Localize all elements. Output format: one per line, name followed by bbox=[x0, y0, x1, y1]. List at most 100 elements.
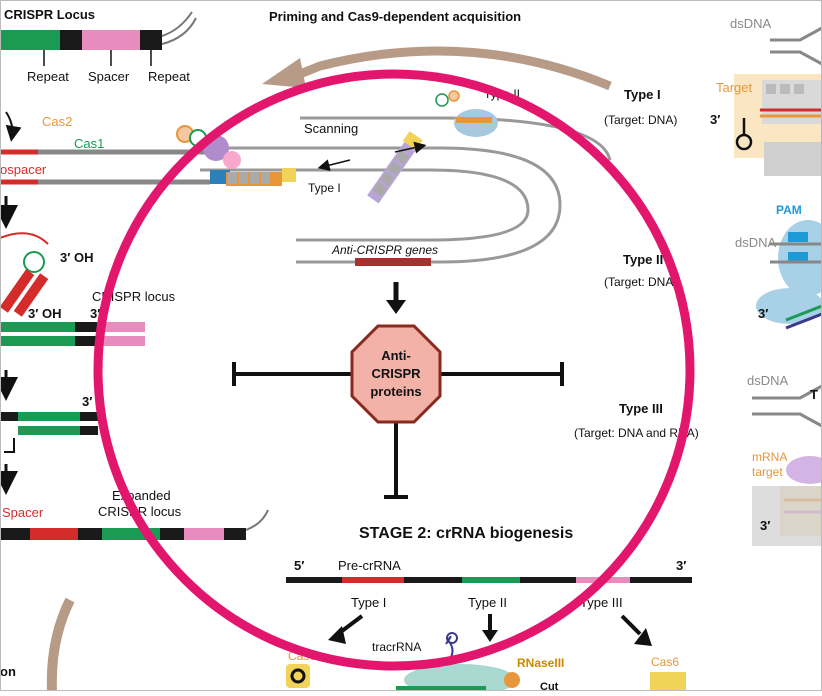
cascade-scanning bbox=[367, 131, 423, 204]
tracrrna-hairpin bbox=[446, 632, 458, 644]
protospacer-label: ospacer bbox=[0, 162, 47, 177]
cas9-green-bar bbox=[396, 686, 486, 691]
spacer-fragment-a bbox=[0, 269, 35, 313]
cas6-right-label: Cas6 bbox=[651, 655, 679, 669]
cas9-right-lobe bbox=[756, 288, 822, 324]
type-i-target: (Target: DNA) bbox=[604, 113, 677, 127]
dsdna-top-strand-a bbox=[770, 26, 822, 42]
t-fragment-label: T bbox=[810, 387, 818, 402]
type-iii-bottom-label: Type III bbox=[580, 595, 623, 610]
repeat-label-left: Repeat bbox=[27, 69, 69, 84]
anti-crispr-octagon bbox=[350, 324, 442, 424]
type-i-title: Type I bbox=[624, 87, 661, 102]
type-i-center-label: Type I bbox=[308, 181, 341, 195]
repair-repeat-bottom bbox=[80, 426, 98, 435]
type-ii-guide-green bbox=[785, 304, 822, 322]
integration-repeat-bottom bbox=[75, 336, 97, 346]
rnaseiii-protein bbox=[504, 672, 520, 688]
priming-arrow-shaft bbox=[298, 46, 612, 91]
locus-green-segment bbox=[0, 30, 60, 50]
type-labels: Type I (Target: DNA) Type II (Target: DN… bbox=[574, 87, 699, 440]
integration-curve bbox=[0, 232, 49, 245]
repeat-label-right: Repeat bbox=[148, 69, 190, 84]
cascade-left-unit-2 bbox=[239, 172, 248, 184]
pam-block-a bbox=[788, 232, 808, 242]
repair-green-bottom bbox=[18, 426, 80, 435]
scanning-unit-4 bbox=[395, 150, 410, 165]
cascade-right-unit-3 bbox=[794, 84, 804, 94]
mrna-line2: target bbox=[752, 465, 783, 479]
cascade-left-unit-1 bbox=[228, 172, 237, 184]
scanning-label: Scanning bbox=[304, 121, 358, 136]
type-i-down-head bbox=[328, 626, 346, 644]
cascade-right-unit-2 bbox=[780, 84, 790, 94]
expanded-repeat-3 bbox=[224, 528, 246, 540]
octagon-line1: Anti- bbox=[381, 348, 411, 363]
type-ii-cas2 bbox=[448, 90, 460, 102]
expanded-line2: CRISPR locus bbox=[98, 504, 182, 519]
integrase-green bbox=[23, 251, 45, 273]
three-prime-label-b: 3′ bbox=[82, 394, 92, 409]
type-iii-target: (Target: DNA and RNA) bbox=[574, 426, 699, 440]
target-label: Target bbox=[716, 80, 753, 95]
cascade-left-unit-3 bbox=[250, 172, 259, 184]
repair-repeat-top bbox=[80, 412, 98, 421]
integration-green-top bbox=[0, 322, 75, 332]
pre-crrna-black-2 bbox=[404, 577, 462, 583]
pre-crrna-label: Pre-crRNA bbox=[338, 558, 401, 573]
cascade-right-unit-1 bbox=[766, 84, 776, 94]
three-prime-label-a: 3′ bbox=[90, 306, 100, 321]
scanning-unit-2 bbox=[380, 171, 395, 186]
scanning-unit-3 bbox=[387, 161, 402, 176]
pam-block-b bbox=[788, 252, 808, 262]
highlight-circle bbox=[93, 69, 695, 671]
three-prime-mid-label: 3′ bbox=[758, 306, 768, 321]
pre-crrna-green bbox=[462, 577, 520, 583]
cas6-left-box bbox=[286, 664, 310, 688]
right-panel: dsDNA Target 3′ PAM dsDNA 3′ dsDNA T mRN… bbox=[710, 16, 822, 546]
scanning-arrow-left bbox=[317, 159, 351, 172]
spacer-bottom-label: Spacer bbox=[2, 505, 44, 520]
repair-black-top bbox=[0, 412, 18, 421]
cascade-left-blue bbox=[210, 170, 230, 184]
crispr-locus-bar bbox=[0, 11, 197, 50]
locus-spacer bbox=[82, 30, 140, 50]
anti-crispr-gene-bar bbox=[355, 258, 431, 266]
octagon-line2: CRISPR bbox=[371, 366, 421, 381]
expanded-curve bbox=[245, 509, 269, 531]
type-iii-down-arrow bbox=[620, 614, 642, 636]
tracrrna-label: tracrRNA bbox=[372, 640, 421, 654]
type-iii-title: Type III bbox=[619, 401, 663, 416]
type-ii-down-head bbox=[482, 630, 498, 642]
gene-to-protein-head bbox=[386, 300, 406, 314]
stage2-title: STAGE 2: crRNA biogenesis bbox=[359, 525, 573, 542]
anti-crispr-genes-label: Anti-CRISPR genes bbox=[331, 243, 438, 257]
expanded-black-1 bbox=[0, 528, 30, 540]
octagon-line3: proteins bbox=[370, 384, 421, 399]
cut-label: Cut bbox=[540, 681, 559, 691]
expanded-repeat-1 bbox=[78, 528, 102, 540]
locus-repeat-right bbox=[140, 30, 162, 50]
cas1-label: Cas1 bbox=[74, 136, 104, 151]
three-prime-bottom-label: 3′ bbox=[760, 518, 770, 533]
type-iii-purple bbox=[786, 456, 822, 484]
integration-repeat-top bbox=[75, 322, 97, 332]
locus-repeat-left bbox=[60, 30, 82, 50]
cascade-left bbox=[210, 168, 296, 186]
three-prime-stage2-label: 3′ bbox=[676, 558, 686, 573]
crispr-locus-title: CRISPR Locus bbox=[4, 7, 95, 22]
dna-strand-outer bbox=[200, 146, 562, 264]
integration-green-bottom bbox=[0, 336, 75, 346]
repair-green-top bbox=[18, 412, 80, 421]
rnaseiii-label: RNaseIII bbox=[517, 656, 564, 670]
bottom-fragment-label: on bbox=[0, 664, 16, 679]
dsdna-top-label: dsDNA bbox=[730, 16, 772, 31]
step-arrow-1 bbox=[5, 111, 22, 142]
three-prime-top-label: 3′ bbox=[710, 112, 720, 127]
pre-crrna-black-3 bbox=[520, 577, 576, 583]
type-ii-guide-blue bbox=[785, 312, 822, 330]
mrna-line1: mRNA bbox=[752, 450, 787, 464]
cas2-label: Cas2 bbox=[42, 114, 72, 129]
type-i-hairpin-loop bbox=[735, 133, 753, 151]
